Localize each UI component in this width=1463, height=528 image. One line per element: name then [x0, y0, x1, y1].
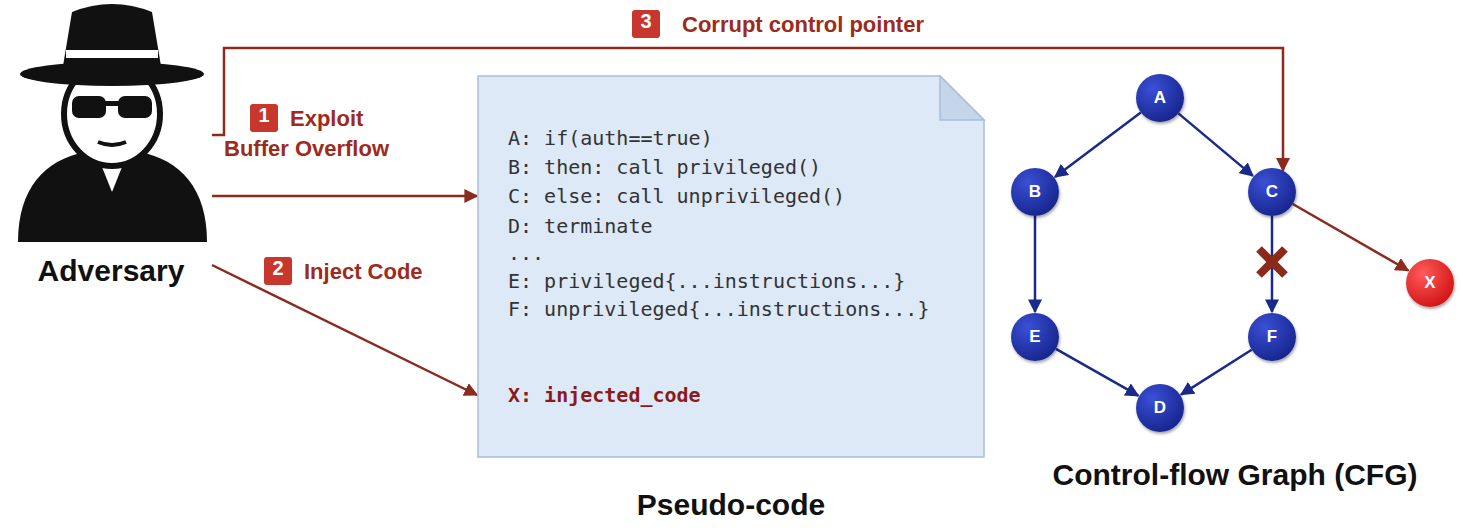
node-letter: F: [1267, 327, 1277, 347]
edge-label: Exploit Buffer Overflow: [224, 104, 424, 164]
node-letter: E: [1029, 327, 1040, 347]
callout-number: 2: [264, 257, 292, 285]
code-line: X: injected_code: [508, 383, 701, 407]
adversary: Adversary: [10, 0, 212, 296]
blocked-cross: [1259, 249, 1285, 275]
connector-arrow: [1034, 216, 1037, 312]
cfg-node: F: [1248, 313, 1296, 361]
connector-arrow: [212, 265, 477, 395]
node-letter: D: [1154, 398, 1166, 418]
document-fold: [940, 76, 984, 120]
code-line: B: then: call privileged(): [508, 155, 821, 179]
connector-arrow: [1178, 113, 1253, 175]
code-line: F: unprivileged{...instructions...}: [508, 297, 929, 321]
connector-arrow: [1181, 350, 1252, 395]
edge-label: Corrupt control pointer: [682, 10, 924, 40]
document-title: Pseudo-code: [477, 488, 985, 522]
cfg-node: D: [1136, 384, 1184, 432]
code-line: E: privileged{...instructions...}: [508, 269, 905, 293]
code-line: A: if(auth==true): [508, 126, 713, 150]
edge-label: Inject Code: [304, 257, 423, 287]
connector-arrow: [212, 195, 477, 198]
adversary-figure: [18, 4, 207, 242]
cfg-node: C: [1248, 168, 1296, 216]
node-label: Adversary: [10, 254, 212, 288]
code-line: C: else: call unprivileged(): [508, 184, 845, 208]
node-letter: X: [1424, 273, 1435, 293]
node-letter: A: [1154, 88, 1166, 108]
node-letter: C: [1266, 182, 1278, 202]
callout-number: 1: [250, 104, 278, 132]
diagram-title: Control-flow Graph (CFG): [1053, 458, 1418, 492]
connector-arrow: [1055, 112, 1141, 177]
cfg-node: E: [1011, 313, 1059, 361]
node-letter: B: [1029, 182, 1041, 202]
code-line: D: terminate: [508, 214, 653, 238]
connector-arrow: [1293, 204, 1409, 271]
cfg-node: X: [1406, 259, 1454, 307]
cfg-node: A: [1136, 74, 1184, 122]
pseudo-code-document: A: if(auth==true) B: then: call privilege…: [477, 75, 985, 458]
callout-number: 3: [632, 10, 660, 38]
cfg-node: B: [1011, 168, 1059, 216]
code-line: ...: [508, 241, 544, 265]
connector-arrow: [1056, 349, 1138, 396]
document-outline: [478, 76, 984, 457]
